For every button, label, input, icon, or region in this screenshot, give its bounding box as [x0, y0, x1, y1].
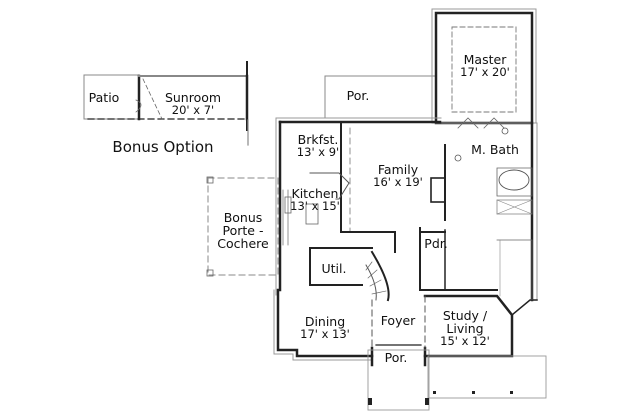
porte-cochere-outline: [206, 176, 279, 277]
room-label-util: Util.: [321, 261, 347, 276]
room-label-foyer: Foyer: [380, 313, 416, 328]
rear-porch-outline: [324, 75, 437, 119]
room-label-brkfst: Brkfst.13' x 9': [296, 132, 340, 160]
room-label-pdr: Pdr.: [424, 236, 448, 251]
room-label-m-bath: M. Bath: [471, 142, 519, 157]
room-label-rear-porch: Por.: [346, 88, 370, 103]
porch-posts: [368, 391, 513, 405]
room-label-porte-cochere: Bonus Porte - Cochere: [217, 210, 269, 252]
bonus-sunroom-outline: [83, 61, 249, 146]
main-house-walls: [273, 117, 547, 411]
room-label-patio: Patio: [88, 90, 120, 105]
bonus-option-label: Bonus Option: [112, 138, 214, 156]
room-label-front-porch: Por.: [384, 350, 408, 365]
